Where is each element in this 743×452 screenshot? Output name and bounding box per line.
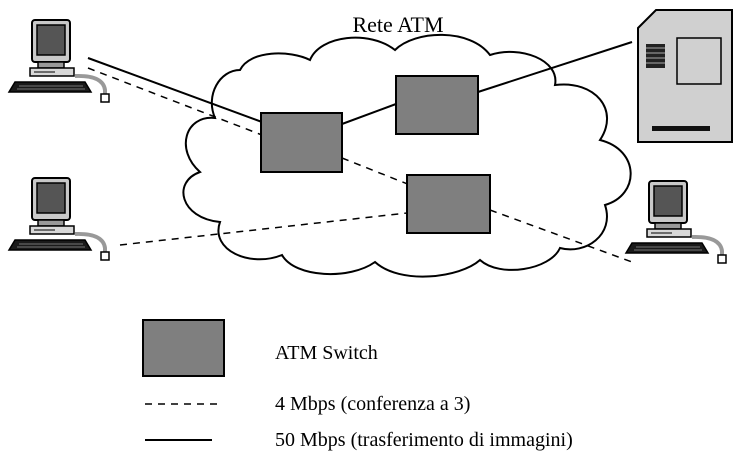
dashed-link-workstation-to-switch (87, 67, 263, 136)
legend-switch-label: ATM Switch (275, 342, 378, 364)
atm-switch-left (260, 112, 343, 173)
legend-solid-label: 50 Mbps (trasferimento di immagini) (275, 429, 573, 451)
solid-link-switch-to-switch (341, 103, 397, 125)
diagram-title: Rete ATM (352, 12, 443, 37)
solid-link-workstation-to-switch (87, 57, 263, 123)
server-icon (637, 9, 733, 143)
legend-dashed-label: 4 Mbps (conferenza a 3) (275, 393, 470, 415)
workstation-bottom-left-icon (3, 176, 111, 262)
solid-link-switch-to-server (477, 41, 633, 93)
atm-switch-top (395, 75, 479, 135)
dashed-link-workstation-to-switch-bottom (119, 212, 408, 246)
legend: ATM Switch 4 Mbps (conferenza a 3) 50 Mb… (142, 319, 573, 451)
workstation-right-icon (620, 179, 728, 265)
atm-switch-bottom (406, 174, 491, 234)
atm-network-cloud (182, 33, 632, 278)
legend-switch-swatch (142, 319, 225, 377)
